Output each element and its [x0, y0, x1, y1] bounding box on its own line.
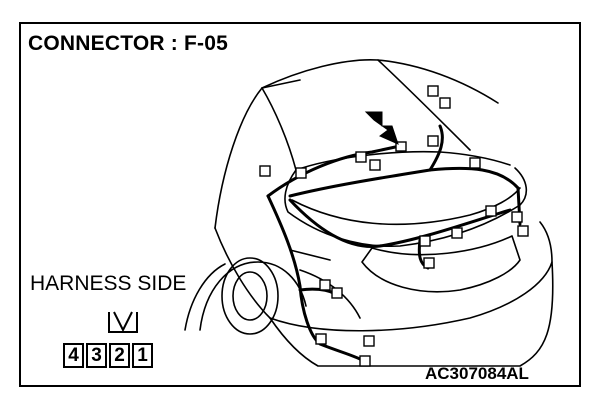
license-plate-recess — [361, 235, 521, 293]
wheel-hub — [232, 271, 268, 321]
connector — [427, 85, 439, 97]
connector — [469, 157, 481, 169]
connector — [319, 279, 331, 291]
rear-bumper — [214, 221, 553, 332]
roof-line — [214, 58, 499, 229]
connector — [259, 165, 271, 177]
connector — [359, 355, 371, 367]
connector-title: CONNECTOR : F-05 — [28, 32, 228, 55]
connector-f05 — [395, 141, 407, 152]
connector — [315, 333, 327, 345]
harness-side-label: HARNESS SIDE — [30, 272, 187, 295]
body-side-line — [184, 263, 226, 331]
pin-4: 4 — [63, 343, 84, 368]
wheel-arch — [199, 261, 307, 331]
connector — [451, 227, 463, 239]
rear-wheel — [221, 257, 279, 335]
connector — [511, 211, 523, 223]
connector — [331, 287, 343, 299]
connector-key-triangle — [113, 311, 133, 333]
connector — [427, 135, 439, 147]
trunk-lid-edge — [291, 187, 521, 226]
locator-arrow — [364, 111, 399, 145]
connector — [355, 151, 367, 163]
rear-window-edge — [261, 59, 471, 151]
connector — [363, 335, 375, 347]
pin-1: 1 — [132, 343, 153, 368]
connector — [517, 225, 529, 237]
connector — [439, 97, 451, 109]
connector — [419, 235, 431, 247]
pin-2: 2 — [109, 343, 130, 368]
connector — [295, 167, 307, 179]
lower-bumper — [269, 261, 554, 367]
trunk-lid — [284, 167, 528, 248]
pin-3: 3 — [86, 343, 107, 368]
connector — [369, 159, 381, 171]
wiring-harness — [266, 124, 522, 364]
figure-code: AC307084AL — [425, 364, 529, 383]
connector — [485, 205, 497, 217]
connector — [423, 257, 435, 269]
